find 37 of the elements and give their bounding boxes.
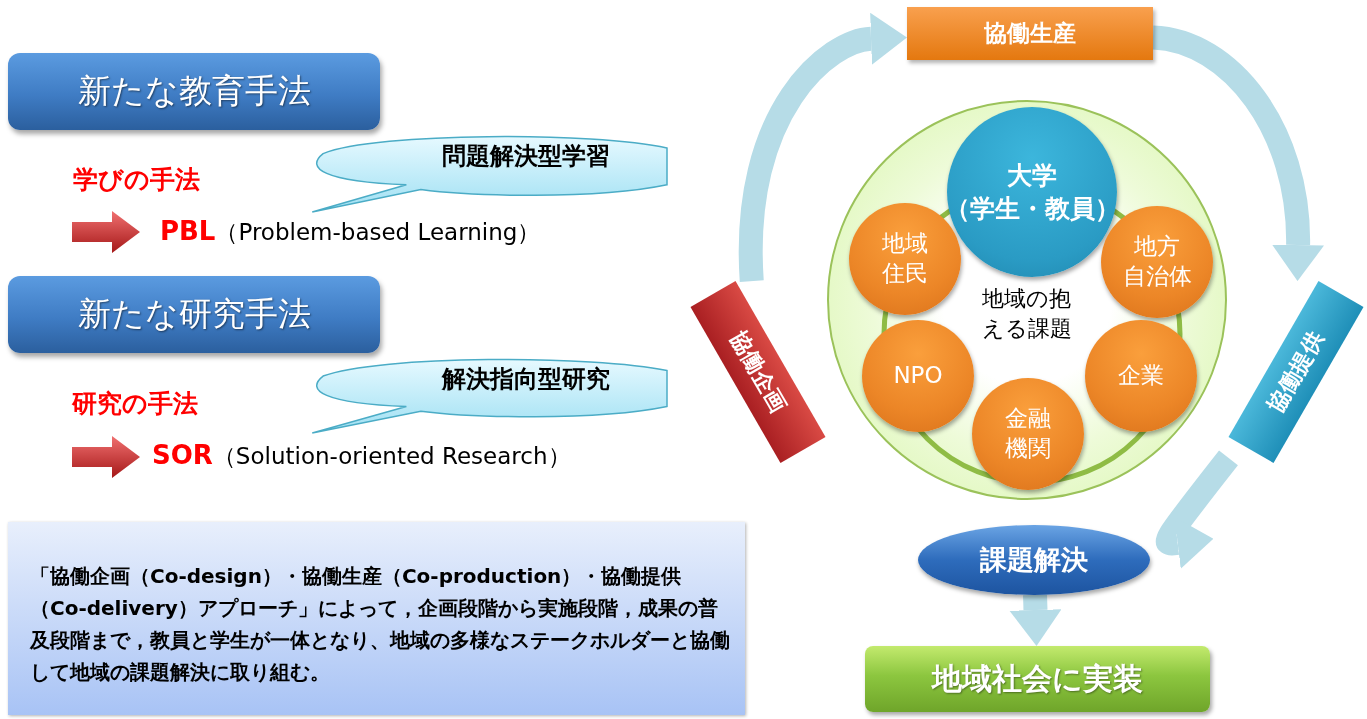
center-text: 地域の抱える課題	[981, 285, 1073, 343]
bubble-text: 問題解決型学習	[440, 141, 611, 172]
bar-title: 新たな教育手法	[77, 70, 311, 112]
ellipse-label: 課題解決	[980, 543, 1088, 577]
circle-label: 企業	[1118, 361, 1164, 391]
circle-label: 地域住民	[881, 229, 929, 288]
circle-label: 自治体	[1122, 262, 1192, 291]
bubble-text: 解決指向型研究	[440, 364, 611, 395]
process-box	[907, 7, 1153, 60]
method-label: SOR	[152, 440, 213, 470]
note-panel	[8, 522, 745, 715]
title-bar	[8, 276, 380, 353]
note-text: 「協働企画（Co-design）・協働生産（Co-production）・協働提供（Co-delivery）アプローチ」によって，企画段階から実施段階，成果の普及段階まで，教員と学生が一体となり、地域の多様なステークホルダーと協働して地域の課題解決に取り組む。	[30, 563, 731, 686]
bar-title: 新たな研究手法	[77, 293, 311, 335]
block-arrow	[1156, 450, 1238, 569]
method-label: 学びの手法	[73, 164, 200, 196]
method-label: 研究の手法	[72, 388, 198, 420]
circle-label: （学生・教員）	[944, 193, 1120, 225]
box-label: 協働生産	[984, 19, 1076, 48]
title-bar	[8, 53, 380, 130]
circle-label: 地方	[1134, 232, 1180, 262]
result-box	[865, 646, 1210, 712]
block-arrow	[1009, 594, 1062, 646]
circle-node	[1085, 320, 1197, 432]
circle-node	[972, 378, 1084, 490]
method-label: PBL	[160, 216, 216, 246]
circle-label: 大学	[1007, 160, 1057, 192]
term-label: （Solution-oriented Research）	[212, 442, 571, 471]
circle-node	[862, 320, 974, 432]
circle-node	[849, 203, 961, 315]
box-label: 地域社会に実装	[932, 659, 1143, 698]
bar-label: 協働提供	[1261, 326, 1330, 418]
term-label: （Problem-based Learning）	[215, 218, 541, 247]
circle-label: 金融機関	[1004, 404, 1052, 463]
bar-label: 協働企画	[724, 326, 793, 418]
circle-label: NPO	[893, 361, 943, 391]
block-arrow	[738, 13, 907, 282]
